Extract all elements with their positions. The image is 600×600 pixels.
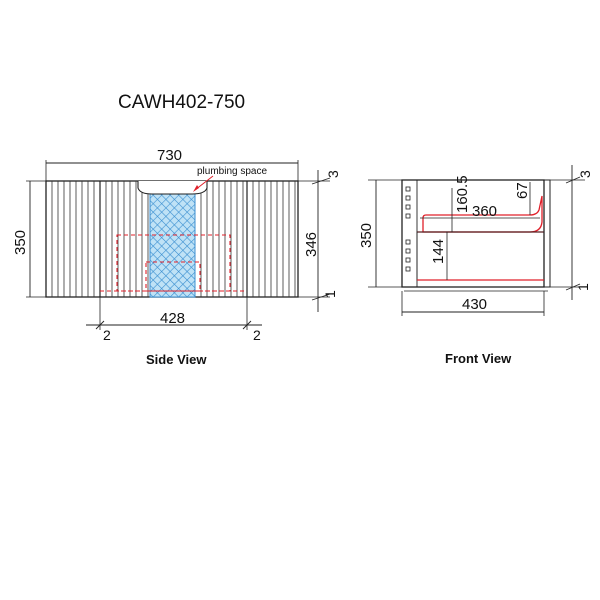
plumbing-note: plumbing space: [197, 166, 267, 177]
dim-front-height: 350: [358, 223, 375, 248]
front-view-drawing: 160.5 360 67 144 350 3 1 430: [358, 165, 593, 316]
dim-side-height: 350: [12, 230, 29, 255]
dim-front-lower-height: 144: [430, 239, 447, 264]
hidden-internals: [100, 234, 247, 292]
front-drawer-profile: [422, 195, 543, 233]
dim-front-top-offset: 67: [514, 182, 531, 199]
dim-front-depth: 430: [462, 296, 487, 313]
dim-side-inner-height: 346: [303, 232, 320, 257]
dim-front-upper-height: 160.5: [454, 175, 471, 213]
dim-overall-width: 730: [157, 147, 182, 164]
dim-side-bottom-gap: 1: [322, 290, 338, 298]
dim-front-bottom-gap: 1: [575, 283, 591, 291]
basin-cutout: [137, 181, 208, 195]
dim-side-top-gap: 3: [325, 170, 341, 178]
shelf-holes-lower: [405, 239, 411, 272]
front-door-panel: [543, 179, 551, 288]
shelf-holes-upper: [405, 186, 411, 219]
dim-side-left-offset: 2: [103, 327, 111, 343]
dim-side-right-offset: 2: [253, 327, 261, 343]
model-title: CAWH402-750: [118, 92, 246, 113]
side-view-drawing: plumbing space 730 350 346 3 1 428 2 2: [12, 147, 341, 343]
dim-front-drawer-depth: 360: [472, 203, 497, 220]
dim-front-top-gap: 3: [577, 170, 593, 178]
plumbing-leader-arrow: [193, 185, 199, 192]
side-flutes: [51, 181, 296, 297]
front-view-caption: Front View: [445, 351, 512, 366]
side-view-caption: Side View: [146, 352, 207, 367]
dim-side-inner-width: 428: [160, 310, 185, 327]
plumbing-hatch-b: [150, 190, 195, 297]
